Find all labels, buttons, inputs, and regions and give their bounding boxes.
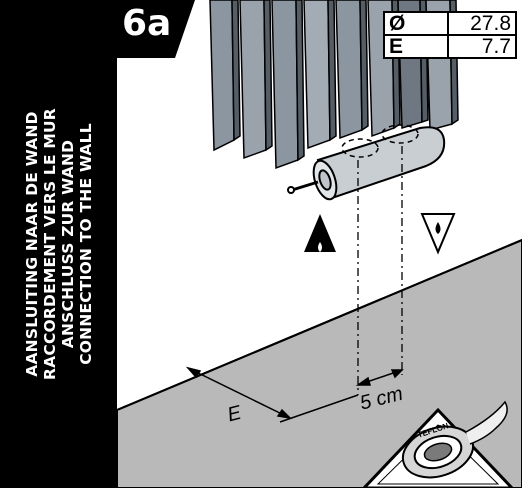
spec-row: E 7.7 (383, 34, 517, 59)
offset-label: E (225, 402, 244, 427)
side-title-band (0, 0, 117, 488)
flow-outlet-arrow-icon (420, 213, 456, 255)
drop-lines (357, 146, 403, 395)
collector-pipe (287, 124, 446, 201)
flow-inlet-arrow-icon (304, 214, 336, 252)
step-number: 6a (122, 3, 172, 44)
spec-table: Ø 27.8 E 7.7 (383, 11, 517, 59)
wall-surface (116, 238, 522, 488)
spec-row: Ø 27.8 (383, 11, 517, 36)
teflon-tape-warning-icon: TEFLON (361, 400, 515, 488)
spec-key: E (383, 34, 449, 59)
spec-value: 7.7 (447, 34, 517, 59)
spec-value: 27.8 (447, 11, 517, 36)
spacing-dimension (355, 369, 404, 386)
offset-dimension (185, 366, 359, 423)
spec-key: Ø (383, 11, 449, 36)
